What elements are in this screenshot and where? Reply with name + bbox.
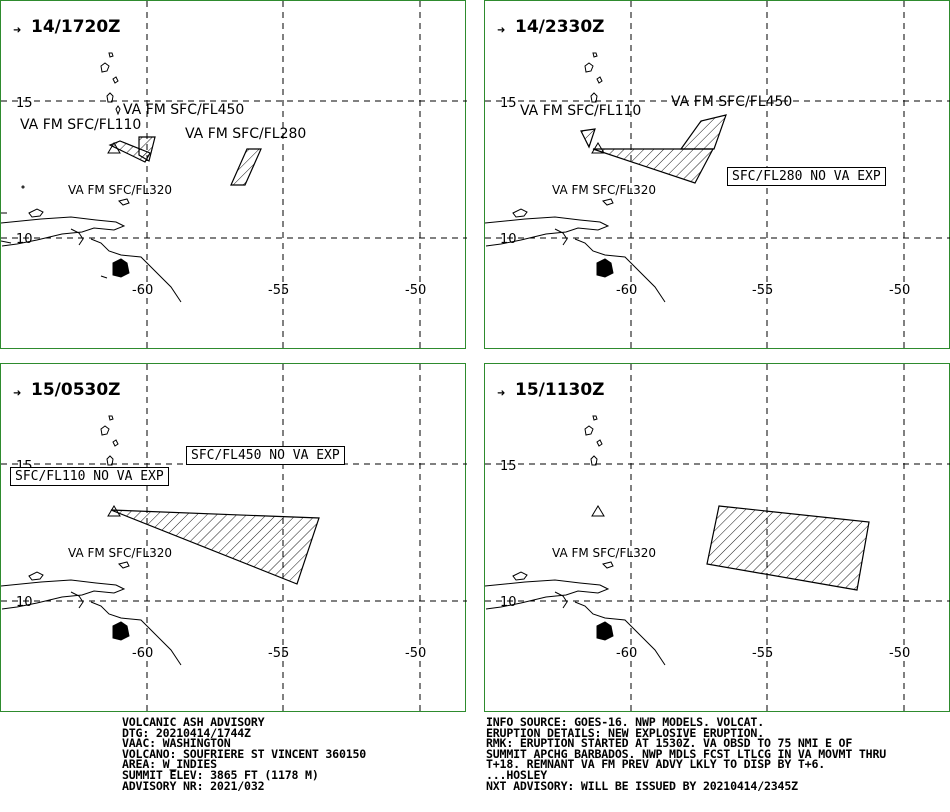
advisory-line: DTG: 20210414/1744Z bbox=[122, 725, 251, 740]
trinidad-island bbox=[596, 621, 614, 641]
panel-time-4: 15/1130Z bbox=[515, 380, 605, 400]
lat-label-10: 10 bbox=[500, 595, 517, 610]
trinidad-island bbox=[596, 258, 614, 278]
lat-lon-grid bbox=[485, 364, 950, 713]
map-panel-3: 15 10 -60 -55 -50 VA FM SFC/FL320 ➜ 15/0… bbox=[0, 363, 467, 713]
advisory-line: T+18. REMNANT VA FM PREV ADVY LKLY TO DI… bbox=[486, 757, 826, 772]
coastline bbox=[485, 52, 666, 303]
lon-label-60: -60 bbox=[616, 646, 637, 661]
va-label-fl320: VA FM SFC/FL320 bbox=[68, 183, 172, 197]
ash-cloud-polygons bbox=[706, 505, 870, 591]
va-label-fl320: VA FM SFC/FL320 bbox=[552, 183, 656, 197]
lon-label-50: -50 bbox=[889, 283, 910, 298]
panel-time-1: 14/1720Z bbox=[31, 17, 121, 37]
plane-icon: ➜ bbox=[497, 388, 506, 399]
lon-label-55: -55 bbox=[268, 646, 289, 661]
plane-icon: ➜ bbox=[497, 25, 506, 36]
advisory-line: ...HOSLEY bbox=[486, 767, 548, 782]
lat-label-15: 15 bbox=[500, 459, 517, 474]
va-label-fl450: VA FM SFC/FL450 bbox=[123, 102, 244, 118]
lon-label-55: -55 bbox=[752, 283, 773, 298]
map-canvas-3: 15 10 -60 -55 -50 VA FM SFC/FL320 bbox=[1, 364, 467, 713]
advisory-line: INFO SOURCE: GOES-16. NWP MODELS. VOLCAT… bbox=[486, 715, 764, 729]
advisory-line: VOLCANIC ASH ADVISORY bbox=[122, 715, 265, 729]
lon-label-60: -60 bbox=[616, 283, 637, 298]
advisory-line: VAAC: WASHINGTON bbox=[122, 736, 231, 751]
lon-label-55: -55 bbox=[268, 283, 289, 298]
map-canvas-1: 15 10 -60 -55 -50 VA FM SFC/FL450 VA FM … bbox=[1, 1, 467, 350]
lon-label-55: -55 bbox=[752, 646, 773, 661]
advisory-header-block: VOLCANIC ASH ADVISORY DTG: 20210414/1744… bbox=[122, 715, 367, 793]
advisory-line: NXT ADVISORY: WILL BE ISSUED BY 20210414… bbox=[486, 778, 798, 793]
lat-lon-grid bbox=[1, 1, 467, 350]
lon-label-50: -50 bbox=[405, 283, 426, 298]
advisory-line: SUMMIT ELEV: 3865 FT (1178 M) bbox=[122, 767, 319, 782]
panel-time-3: 15/0530Z bbox=[31, 380, 121, 400]
map-panel-1: 15 10 -60 -55 -50 VA FM SFC/FL450 VA FM … bbox=[0, 0, 467, 350]
no-va-box-fl450: SFC/FL450 NO VA EXP bbox=[186, 446, 345, 465]
lon-label-50: -50 bbox=[889, 646, 910, 661]
no-va-box-fl110: SFC/FL110 NO VA EXP bbox=[10, 467, 169, 486]
lat-label-10: 10 bbox=[500, 232, 517, 247]
va-label-fl110: VA FM SFC/FL110 bbox=[20, 117, 141, 133]
lat-label-15: 15 bbox=[500, 96, 517, 111]
panel-time-2: 14/2330Z bbox=[515, 17, 605, 37]
no-va-box-fl280: SFC/FL280 NO VA EXP bbox=[727, 167, 886, 186]
advisory-line: ERUPTION DETAILS: NEW EXPLOSIVE ERUPTION… bbox=[486, 725, 764, 740]
map-canvas-4: 15 10 -60 -55 -50 VA FM SFC/FL320 bbox=[485, 364, 950, 713]
lat-label-10: 10 bbox=[16, 232, 33, 247]
volcano-marker bbox=[591, 142, 605, 154]
lon-label-60: -60 bbox=[132, 646, 153, 661]
ash-cloud-polygons bbox=[110, 509, 320, 585]
map-canvas-2: 15 10 -60 -55 -50 VA FM SFC/FL450 VA FM … bbox=[485, 1, 950, 350]
advisory-line: VOLCANO: SOUFRIERE ST VINCENT 360150 bbox=[122, 746, 367, 761]
volcano-marker bbox=[591, 505, 605, 517]
va-label-fl450: VA FM SFC/FL450 bbox=[671, 94, 792, 110]
coastline bbox=[485, 415, 666, 666]
ash-cloud-polygons bbox=[580, 114, 727, 184]
lon-label-60: -60 bbox=[132, 283, 153, 298]
va-label-fl280: VA FM SFC/FL280 bbox=[185, 126, 306, 142]
lat-label-10: 10 bbox=[16, 595, 33, 610]
coastline bbox=[1, 415, 182, 666]
advisory-line: AREA: W_INDIES bbox=[122, 757, 217, 772]
trinidad-island bbox=[112, 621, 130, 641]
advisory-line: SUMMIT APCHG BARBADOS. NWP MDLS FCST LTL… bbox=[486, 746, 887, 761]
va-label-fl320: VA FM SFC/FL320 bbox=[68, 546, 172, 560]
plane-icon: ➜ bbox=[13, 25, 22, 36]
coastline bbox=[1, 52, 182, 303]
map-panel-4: 15 10 -60 -55 -50 VA FM SFC/FL320 ➜ 15/1… bbox=[484, 363, 950, 713]
lon-label-50: -50 bbox=[405, 646, 426, 661]
map-panel-2: 15 10 -60 -55 -50 VA FM SFC/FL450 VA FM … bbox=[484, 0, 950, 350]
lat-label-15: 15 bbox=[16, 96, 33, 111]
va-label-fl110: VA FM SFC/FL110 bbox=[520, 103, 641, 119]
ash-cloud-polygons bbox=[108, 136, 262, 186]
advisory-details-block: INFO SOURCE: GOES-16. NWP MODELS. VOLCAT… bbox=[486, 715, 887, 793]
advisory-line: ADVISORY NR: 2021/032 bbox=[122, 778, 265, 793]
va-label-fl320: VA FM SFC/FL320 bbox=[552, 546, 656, 560]
plane-icon: ➜ bbox=[13, 388, 22, 399]
advisory-line: RMK: ERUPTION STARTED AT 1530Z. VA OBSD … bbox=[486, 736, 853, 751]
lat-lon-grid bbox=[485, 1, 950, 350]
trinidad-island bbox=[100, 258, 130, 279]
